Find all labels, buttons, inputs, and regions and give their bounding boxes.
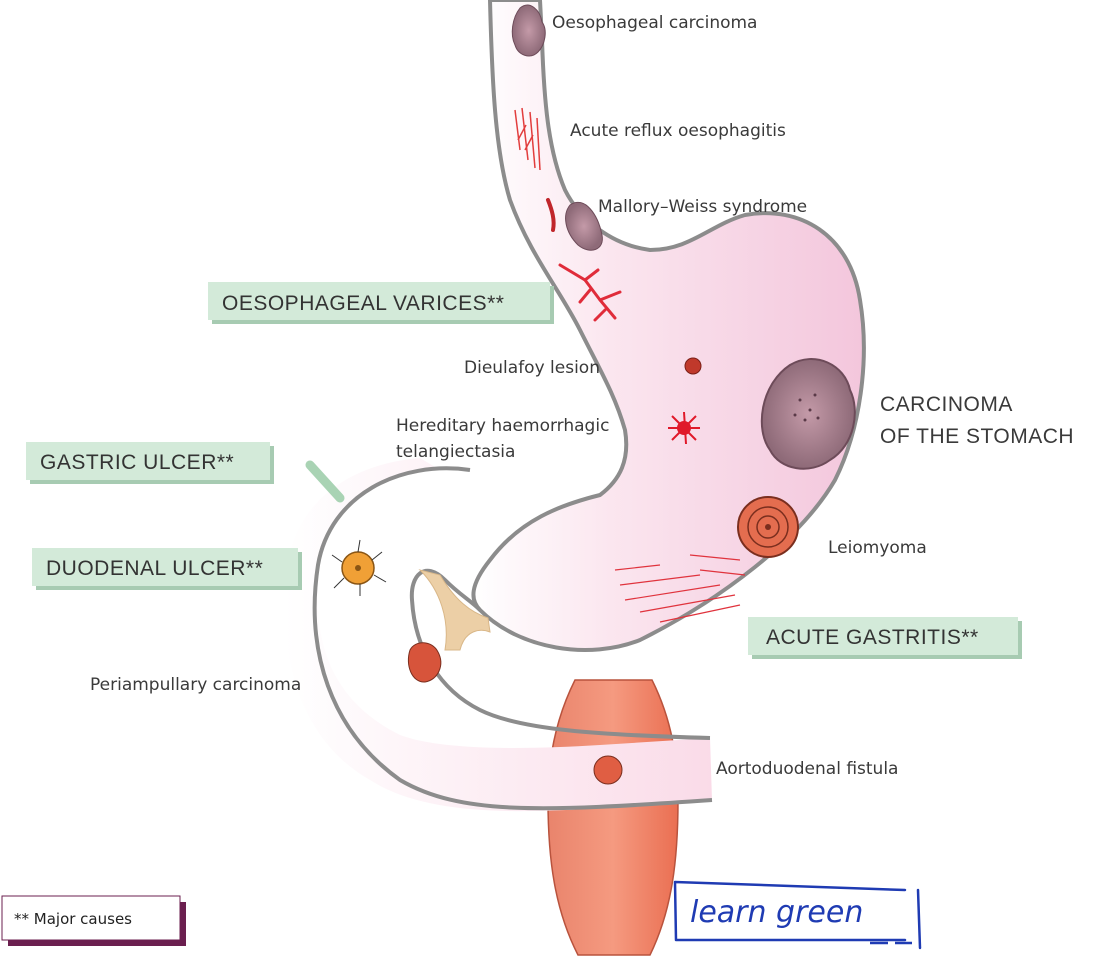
stomach-and-oesophagus: [471, 0, 866, 652]
text-acute-gastritis: ACUTE GASTRITIS**: [766, 626, 979, 649]
annotation-text: learn green: [690, 895, 863, 930]
aortoduodenal-fistula-mass: [593, 755, 623, 785]
label-leiomyoma: Leiomyoma: [828, 538, 927, 558]
box-duodenal-ulcer: DUODENAL ULCER**: [32, 548, 302, 590]
label-acute-reflux-oesophagitis: Acute reflux oesophagitis: [570, 121, 786, 141]
box-oesophageal-varices: OESOPHAGEAL VARICES**: [208, 282, 554, 324]
text-duodenal-ulcer: DUODENAL ULCER**: [46, 557, 263, 580]
duodenal-ulcer-crater: [331, 539, 387, 596]
label-dieulafoy: Dieulafoy lesion: [464, 358, 600, 378]
gastric-carcinoma-mass: [760, 358, 856, 470]
text-gastric-ulcer: GASTRIC ULCER**: [40, 451, 234, 474]
label-mallory-weiss: Mallory–Weiss syndrome: [598, 197, 807, 217]
periampullary-mass: [407, 642, 442, 683]
legend-box: ** Major causes: [1, 895, 186, 946]
label-hht-line2: telangiectasia: [396, 442, 515, 462]
handwritten-annotation: learn green: [673, 880, 922, 950]
acute-gastritis-streaks: [614, 554, 746, 623]
label-hht-line1: Hereditary haemorrhagic: [396, 416, 609, 436]
reflux-oesophagitis-streaks: [514, 107, 541, 171]
label-carcinoma-stomach-1: CARCINOMA: [880, 393, 1013, 416]
label-aortoduodenal: Aortoduodenal fistula: [716, 759, 898, 779]
telangiectasia-star: [668, 411, 700, 445]
label-carcinoma-stomach-2: OF THE STOMACH: [880, 425, 1074, 448]
label-periampullary: Periampullary carcinoma: [90, 675, 301, 695]
mallory-weiss-tear: [546, 198, 603, 251]
box-gastric-ulcer: GASTRIC ULCER**: [26, 442, 274, 484]
aorta: [547, 679, 679, 956]
varices-vessels: [558, 263, 622, 322]
dieulafoy-spot: [684, 357, 702, 375]
text-oesophageal-varices: OESOPHAGEAL VARICES**: [222, 292, 504, 315]
legend-text: ** Major causes: [14, 910, 132, 928]
label-oesophageal-carcinoma: Oesophageal carcinoma: [552, 13, 757, 33]
oesophageal-carcinoma-mass: [511, 4, 546, 57]
box-acute-gastritis: ACUTE GASTRITIS**: [748, 617, 1022, 659]
leiomyoma-mass: [737, 496, 799, 558]
gastric-ulcer-pointer: [305, 460, 345, 503]
